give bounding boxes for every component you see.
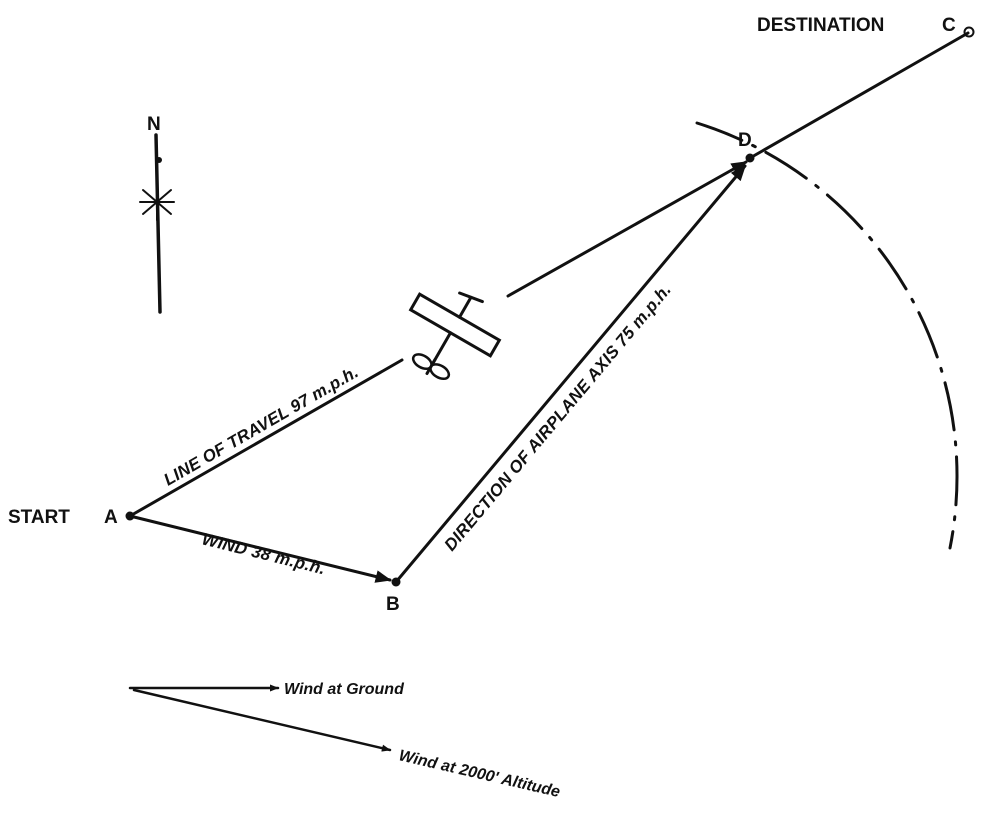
wind-label: WIND 38 m.p.h. xyxy=(200,529,327,578)
wind-ground-label: Wind at Ground xyxy=(284,681,405,698)
airplane-icon xyxy=(408,291,502,381)
airplane-axis-label: DIRECTION OF AIRPLANE AXIS 75 m.p.h. xyxy=(441,280,676,554)
legend: Wind at Ground Wind at 2000' Altitude xyxy=(128,681,562,801)
start-label: START xyxy=(8,507,70,528)
point-b-label: B xyxy=(386,594,400,615)
point-d-dot xyxy=(745,153,755,163)
point-c-dot xyxy=(963,26,975,38)
point-a-dot xyxy=(125,511,135,521)
point-c-label: C xyxy=(942,15,956,36)
line-of-travel-label: LINE OF TRAVEL 97 m.p.h. xyxy=(161,362,362,489)
line-of-travel xyxy=(128,160,748,518)
north-label: N xyxy=(147,114,161,135)
wind-altitude-arrow xyxy=(132,688,392,752)
point-d-label: D xyxy=(738,130,752,151)
destination-label: DESTINATION xyxy=(757,15,884,36)
wind-vector xyxy=(128,514,392,583)
course-extension-line xyxy=(748,31,970,160)
point-a-label: A xyxy=(104,507,118,528)
airplane-axis-vector xyxy=(394,164,747,584)
airspeed-arc xyxy=(695,121,959,550)
compass-rose-icon: N xyxy=(139,114,175,314)
point-b-dot xyxy=(391,577,401,587)
wind-altitude-label: Wind at 2000' Altitude xyxy=(397,747,562,801)
